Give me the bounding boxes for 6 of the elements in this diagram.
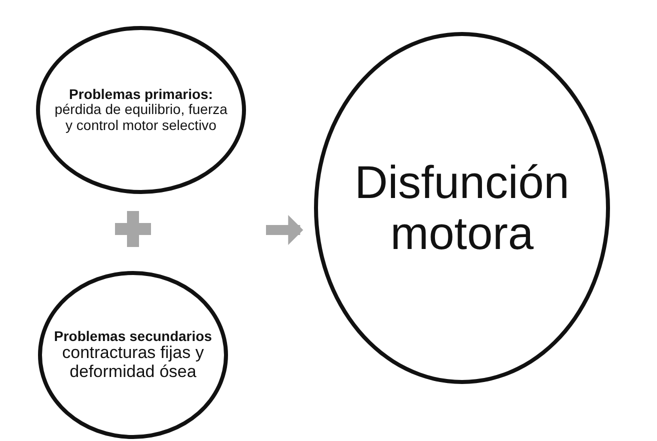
node-text: Disfunción motora <box>354 157 570 259</box>
block-arrow <box>266 215 304 245</box>
node-text: contracturas fijas y deformidad ósea <box>61 344 205 382</box>
node-text: pérdida de equilibrio, fuerza y control motor selectivo <box>54 102 228 134</box>
node-heading: Problemas secundarios <box>54 328 212 344</box>
node-heading: Problemas primarios: <box>69 86 213 102</box>
